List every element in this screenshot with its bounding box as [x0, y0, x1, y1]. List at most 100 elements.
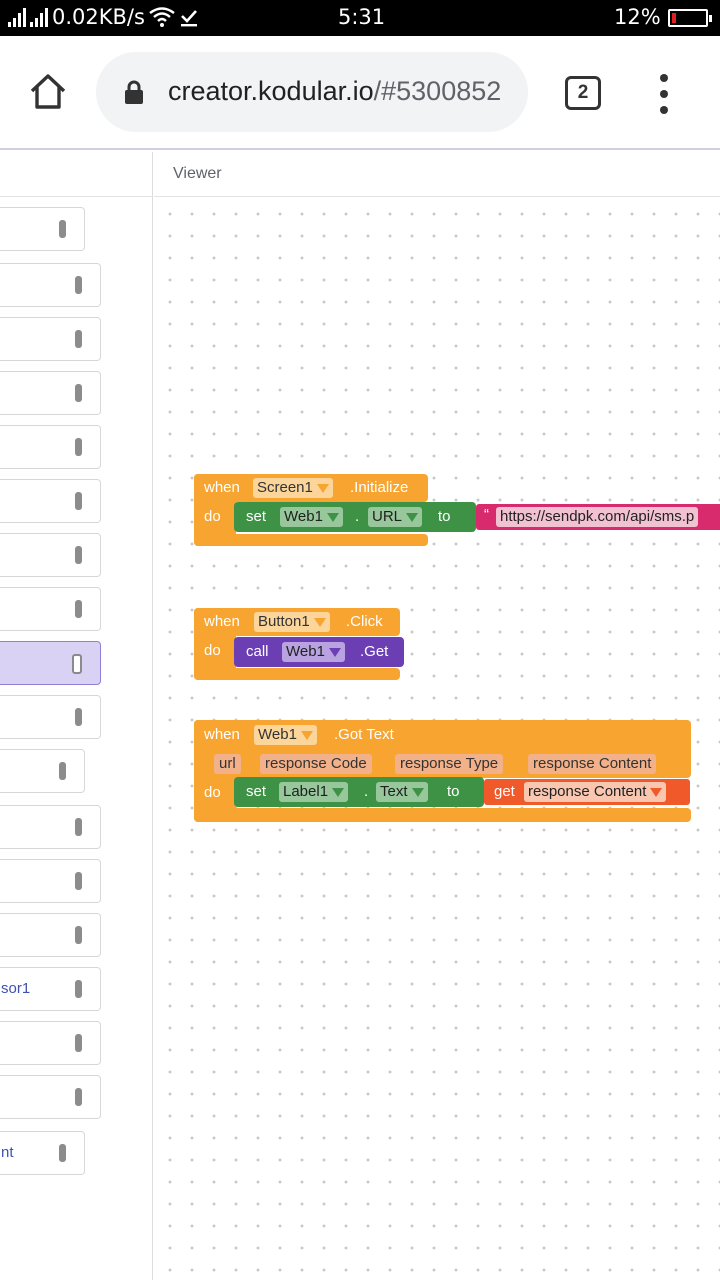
dot-separator: .	[355, 508, 360, 525]
drag-handle-icon[interactable]	[75, 600, 82, 618]
lock-icon[interactable]	[124, 80, 144, 104]
dropdown-arrow-icon	[406, 512, 419, 522]
set-label-text-block[interactable]: set Label1 . Text to	[234, 777, 484, 807]
drag-handle-icon[interactable]	[59, 220, 66, 238]
drag-handle-icon[interactable]	[75, 818, 82, 836]
dropdown-arrow-icon	[326, 512, 339, 522]
variable-dropdown[interactable]: response Content	[524, 782, 667, 802]
blocks-viewer[interactable]: Viewer when Screen1 .Initialize do set W…	[154, 152, 720, 1280]
drawer-item[interactable]	[0, 1021, 101, 1065]
quote-icon: “	[484, 506, 489, 523]
drawer-item[interactable]	[0, 533, 101, 577]
component-dropdown[interactable]: Web1	[254, 725, 317, 745]
drag-handle-icon[interactable]	[75, 926, 82, 944]
drawer-item[interactable]	[0, 207, 85, 251]
drawer-item[interactable]	[0, 749, 85, 793]
drag-handle-icon[interactable]	[75, 438, 82, 456]
drawer-item[interactable]: nt	[0, 1131, 85, 1175]
target-component-name: Web1	[284, 508, 323, 525]
drawer-item[interactable]	[0, 859, 101, 903]
network-speed: 0.02KB/s	[52, 5, 145, 29]
param-response-content[interactable]: response Content	[528, 754, 657, 774]
drawer-item[interactable]	[0, 317, 101, 361]
drag-handle-icon[interactable]	[59, 1144, 66, 1162]
call-keyword: call	[246, 643, 269, 660]
property-name: URL	[372, 508, 403, 525]
event-name: .Click	[346, 613, 383, 630]
when-keyword: when	[204, 613, 240, 630]
drawer-item[interactable]	[0, 641, 101, 685]
drawer-item[interactable]	[0, 425, 101, 469]
drag-handle-icon[interactable]	[75, 980, 82, 998]
home-icon[interactable]	[28, 72, 68, 112]
target-component-dropdown[interactable]: Web1	[282, 642, 345, 662]
wifi-icon	[149, 7, 175, 27]
get-response-content-block[interactable]: get response Content	[484, 779, 690, 805]
url-text[interactable]: creator.kodular.io/#5300852	[168, 76, 514, 107]
component-name: Screen1	[257, 479, 313, 496]
drawer-item[interactable]: sor1	[0, 967, 101, 1011]
drag-handle-icon[interactable]	[75, 1088, 82, 1106]
property-name: Text	[380, 783, 408, 800]
set-url-block[interactable]: set Web1 . URL to	[234, 502, 476, 532]
variable-name: response Content	[528, 783, 647, 800]
dropdown-arrow-icon	[650, 787, 663, 797]
drag-handle-icon[interactable]	[75, 492, 82, 510]
clock: 5:31	[338, 5, 386, 29]
drag-handle-icon[interactable]	[75, 546, 82, 564]
drag-handle-icon[interactable]	[75, 1034, 82, 1052]
dropdown-arrow-icon	[328, 647, 341, 657]
dropdown-arrow-icon	[300, 730, 313, 740]
drawer-item[interactable]	[0, 479, 101, 523]
call-web-get-block[interactable]: call Web1 .Get	[234, 637, 404, 667]
dot-separator: .	[364, 783, 369, 800]
blocks-drawer-panel: sor1 nt	[0, 152, 153, 1280]
status-bar: 0.02KB/s 5:31 12%	[0, 0, 720, 36]
signal-icon	[8, 7, 26, 27]
component-dropdown[interactable]: Screen1	[253, 478, 333, 498]
event-name: .Got Text	[334, 726, 394, 743]
drawer-item[interactable]	[0, 913, 101, 957]
drawer-item[interactable]	[0, 587, 101, 631]
url-text-block[interactable]: “ https://sendpk.com/api/sms.p	[476, 504, 720, 530]
target-component-dropdown[interactable]: Web1	[280, 507, 343, 527]
component-dropdown[interactable]: Button1	[254, 612, 330, 632]
drawer-item[interactable]	[0, 371, 101, 415]
address-bar[interactable]: creator.kodular.io/#5300852	[96, 52, 528, 132]
overflow-menu-icon[interactable]	[654, 74, 674, 114]
dropdown-arrow-icon	[313, 617, 326, 627]
web-got-text-event-block[interactable]: when Web1 .Got Text url response Code re…	[194, 720, 691, 822]
target-component-dropdown[interactable]: Label1	[279, 782, 349, 802]
drawer-item[interactable]	[0, 695, 101, 739]
drawer-item[interactable]	[0, 805, 101, 849]
drag-handle-icon[interactable]	[75, 872, 82, 890]
target-component-name: Web1	[286, 643, 325, 660]
component-name: Web1	[258, 726, 297, 743]
screen-initialize-event-block[interactable]: when Screen1 .Initialize do	[194, 474, 428, 546]
property-dropdown[interactable]: Text	[376, 782, 428, 802]
drag-handle-icon[interactable]	[75, 330, 82, 348]
param-url[interactable]: url	[214, 754, 241, 774]
drag-handle-icon[interactable]	[75, 708, 82, 726]
drag-handle-icon[interactable]	[72, 654, 82, 674]
status-left: 0.02KB/s	[8, 5, 199, 29]
drawer-item[interactable]	[0, 1075, 101, 1119]
url-text-value[interactable]: https://sendpk.com/api/sms.p	[496, 507, 699, 527]
set-keyword: set	[246, 783, 267, 800]
dropdown-arrow-icon	[316, 483, 329, 493]
drag-handle-icon[interactable]	[75, 276, 82, 294]
param-response-type[interactable]: response Type	[395, 754, 504, 774]
drag-handle-icon[interactable]	[59, 762, 66, 780]
when-keyword: when	[204, 479, 240, 496]
drawer-item-label: sor1	[1, 980, 31, 997]
tab-switcher-button[interactable]: 2	[565, 76, 601, 110]
param-response-code[interactable]: response Code	[260, 754, 372, 774]
to-keyword: to	[447, 783, 460, 800]
set-keyword: set	[246, 508, 267, 525]
signal-icon-2	[30, 7, 48, 27]
button-click-event-block[interactable]: when Button1 .Click do	[194, 608, 400, 680]
property-dropdown[interactable]: URL	[368, 507, 423, 527]
viewer-title: Viewer	[173, 165, 222, 182]
drag-handle-icon[interactable]	[75, 384, 82, 402]
drawer-item[interactable]	[0, 263, 101, 307]
